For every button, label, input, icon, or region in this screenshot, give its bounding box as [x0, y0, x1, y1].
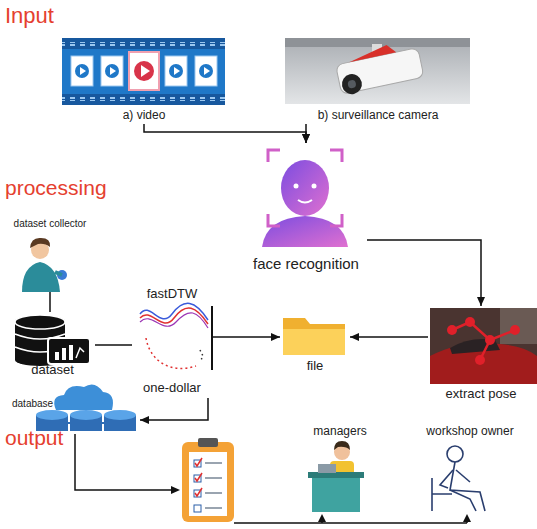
figure-node: workshop owner	[415, 424, 525, 512]
figure-node: dataset	[10, 312, 95, 380]
connector-line	[350, 336, 428, 338]
node-caption: dataset collector	[14, 218, 87, 230]
node-caption: b) surveillance camera	[318, 108, 439, 122]
node-caption: one-dollar	[143, 380, 201, 396]
arrow-head	[271, 333, 280, 341]
figure-node: dataset collector	[5, 218, 95, 292]
arrow-head	[350, 333, 359, 341]
figure-node: b) surveillance camera	[283, 36, 473, 124]
connector-arrow	[367, 240, 485, 306]
node-caption: managers	[313, 424, 366, 438]
figure-node: file	[280, 310, 350, 376]
figure-node: fastDTW one-dollar	[132, 286, 212, 398]
node-caption: file	[307, 358, 324, 374]
collector-figure	[22, 238, 67, 292]
connector-arrow	[302, 124, 310, 143]
connector-arrow	[350, 333, 428, 341]
arrow-head	[477, 297, 485, 306]
figure-node: managers	[300, 424, 380, 512]
section-heading: processing	[5, 176, 107, 199]
node-caption: workshop owner	[426, 424, 513, 438]
node-caption: fastDTW	[147, 286, 198, 302]
section-heading: output	[5, 426, 63, 449]
algorithm-chart	[140, 303, 212, 370]
figure-node: face recognition	[245, 143, 367, 277]
node-caption: a) video	[123, 108, 166, 122]
dataset-icon	[15, 315, 90, 366]
face-recognition-icon	[262, 150, 348, 247]
output-lines	[75, 434, 471, 523]
connector-line	[95, 344, 132, 346]
manager-figure	[308, 441, 364, 512]
connector-arrow	[140, 398, 208, 424]
connector-line	[140, 398, 208, 420]
connector-line	[144, 124, 306, 143]
connector-arrow	[212, 333, 280, 341]
connector-line	[212, 336, 280, 338]
section-heading: Input	[5, 4, 54, 28]
report-checklist	[182, 438, 234, 522]
owner-figure	[432, 446, 485, 511]
arrow-head	[140, 416, 149, 424]
video-illustration	[62, 38, 225, 105]
folder-icon	[283, 318, 345, 355]
connector-arrow	[144, 124, 310, 143]
node-caption: face recognition	[253, 255, 359, 273]
connector-line	[367, 240, 481, 306]
connector-arrow	[50, 292, 51, 312]
connector-arrow	[95, 345, 132, 346]
arrow-head	[302, 134, 310, 143]
node-caption: extract pose	[446, 386, 517, 402]
node-caption: database	[12, 398, 53, 410]
figure-node: a) video	[60, 36, 228, 124]
connector-line	[49, 292, 51, 312]
node-caption: dataset	[31, 362, 74, 378]
figure-node: extract pose	[428, 306, 534, 402]
figure-node: database	[8, 380, 140, 434]
arrow-head	[302, 134, 310, 143]
pose-photo	[430, 308, 537, 384]
camera-photo	[285, 38, 470, 104]
